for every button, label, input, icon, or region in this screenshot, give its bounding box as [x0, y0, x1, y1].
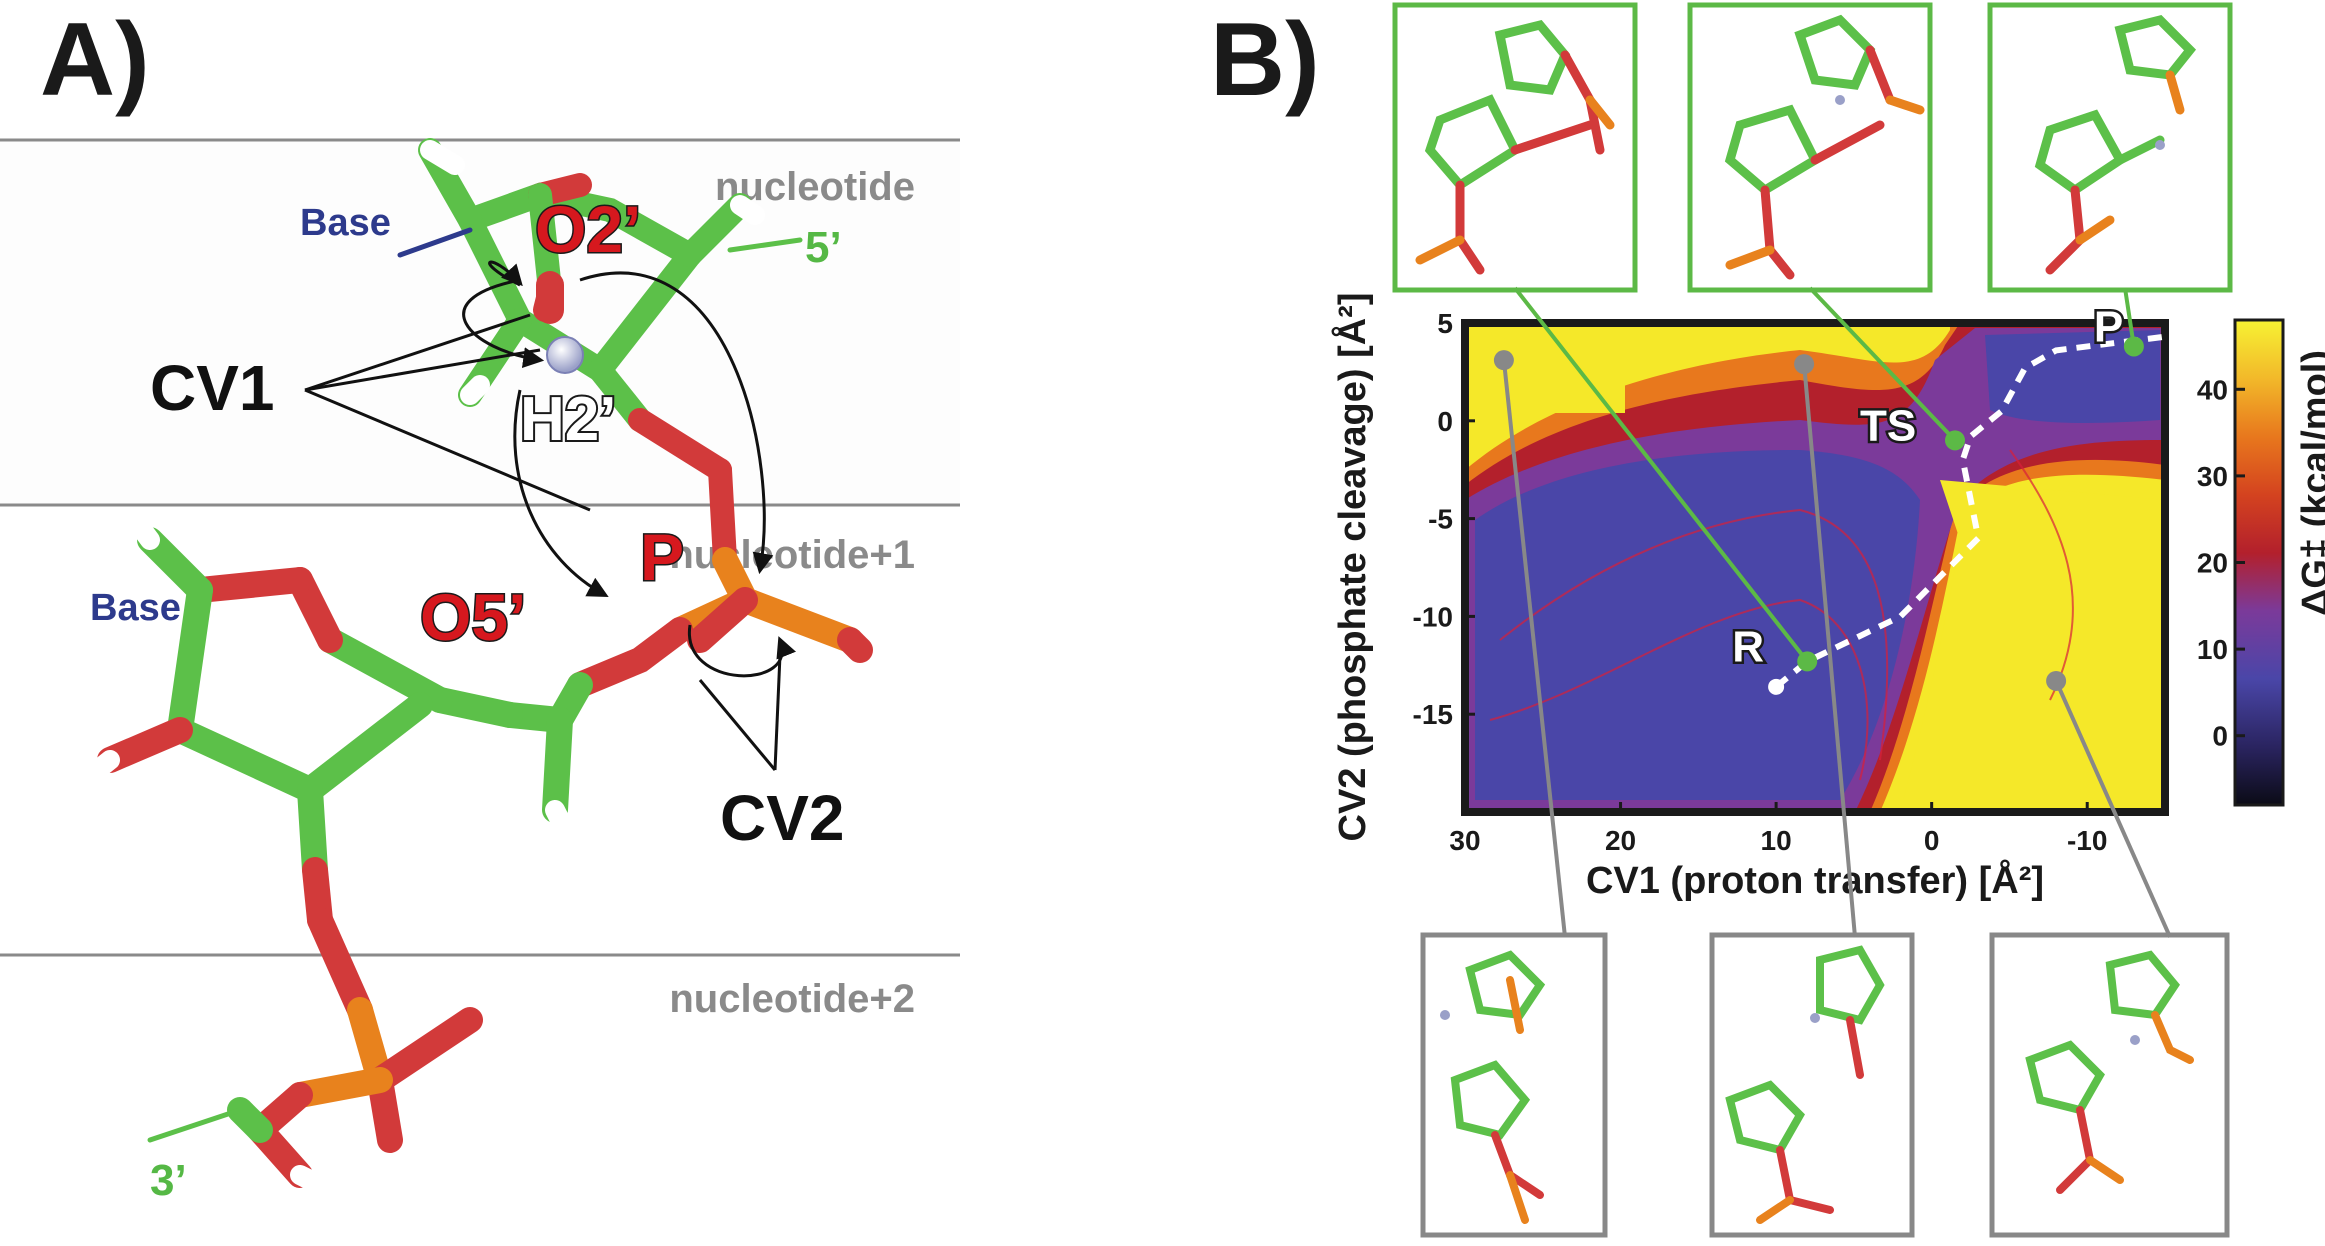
gray-marker: [2046, 670, 2067, 691]
gray-marker: [1794, 354, 1815, 375]
point-marker: [1945, 430, 1965, 451]
connector-line: [1802, 363, 1857, 938]
x-tick-label: 20: [1605, 825, 1636, 856]
point-marker: [1797, 651, 1818, 672]
colorbar-label: ΔG‡ (kcal/mol): [2295, 350, 2325, 616]
connector-line: [2054, 680, 2172, 938]
y-axis-label: CV2 (phosphate cleavage) [Å²]: [1330, 293, 1374, 842]
y-tick-label: -5: [1428, 504, 1453, 535]
point-marker: [2123, 336, 2144, 357]
gray-marker: [1493, 350, 1514, 371]
end-label-5-prime: 5’: [805, 223, 842, 272]
atom-label-o2: O2’: [535, 192, 641, 266]
cv1-label: CV1: [150, 352, 275, 424]
atom-label-h2: H2’: [520, 385, 616, 454]
end-label-3-prime: 3’: [150, 1156, 187, 1205]
connector-line: [1501, 359, 1567, 938]
layer-band-nucleotide: [0, 140, 960, 505]
y-tick-label: -10: [1413, 601, 1453, 632]
inset-bottom-left: [1420, 932, 1608, 1238]
colorbar-tick-label: 10: [2197, 634, 2228, 665]
x-tick-label: -10: [2067, 825, 2107, 856]
x-tick-label: 10: [1761, 825, 1792, 856]
y-tick-label: 5: [1437, 308, 1453, 339]
colorbar-tick-label: 0: [2212, 721, 2228, 752]
point-label: P: [2094, 302, 2123, 351]
connector-line: [1808, 286, 1957, 442]
colorbar-ticks: 0 10 20 30 40: [2197, 374, 2245, 752]
point-label: TS: [1860, 401, 1916, 450]
inset-top-left: [1392, 2, 1638, 293]
h2-atom-sphere: [546, 336, 584, 374]
colorbar-tick-label: 40: [2197, 374, 2228, 405]
inset-top-middle: [1687, 2, 1933, 293]
colorbar-tick-label: 30: [2197, 461, 2228, 492]
plot-frame: [1461, 319, 2169, 816]
inset-connectors: [1501, 286, 2172, 938]
path-start-dot: [1768, 678, 1785, 695]
y-tick-label: 0: [1437, 406, 1453, 437]
base-label-mid: Base: [90, 587, 181, 629]
base-label-top: Base: [300, 202, 391, 244]
panel-a-letter: A): [40, 2, 150, 118]
panel-b-letter: B): [1210, 2, 1320, 118]
colorbar-tick-label: 20: [2197, 548, 2228, 579]
reaction-path-line: [1774, 333, 2166, 690]
cv2-label: CV2: [720, 782, 845, 854]
inset-bottom-middle: [1709, 932, 1915, 1238]
chart-overlay: [1768, 333, 2166, 695]
y-tick-label: -15: [1413, 699, 1453, 730]
layer-label-nucleotide-plus-2: nucleotide+2: [669, 977, 915, 1021]
energy-landscape: [1465, 323, 2165, 812]
connector-line: [1513, 286, 1809, 663]
atom-label-p: P: [640, 520, 684, 594]
inset-top-right: [1987, 2, 2233, 293]
inset-bottom-right: [1989, 932, 2230, 1238]
atom-label-o5: O5’: [420, 580, 526, 654]
point-markers: R TS P: [1493, 300, 2144, 691]
point-label: R: [1732, 622, 1764, 671]
x-axis-label: CV1 (proton transfer) [Å²]: [1586, 858, 2044, 902]
axis-ticks: 30 20 10 0 -10 5 0 -5 -10 -15: [1413, 308, 2108, 856]
cv-arrows: [304, 260, 796, 771]
x-tick-label: 30: [1449, 825, 1480, 856]
contour-lines: [1489, 449, 2074, 781]
x-tick-label: 0: [1924, 825, 1940, 856]
layer-label-nucleotide-plus-1: nucleotide+1: [669, 533, 915, 577]
